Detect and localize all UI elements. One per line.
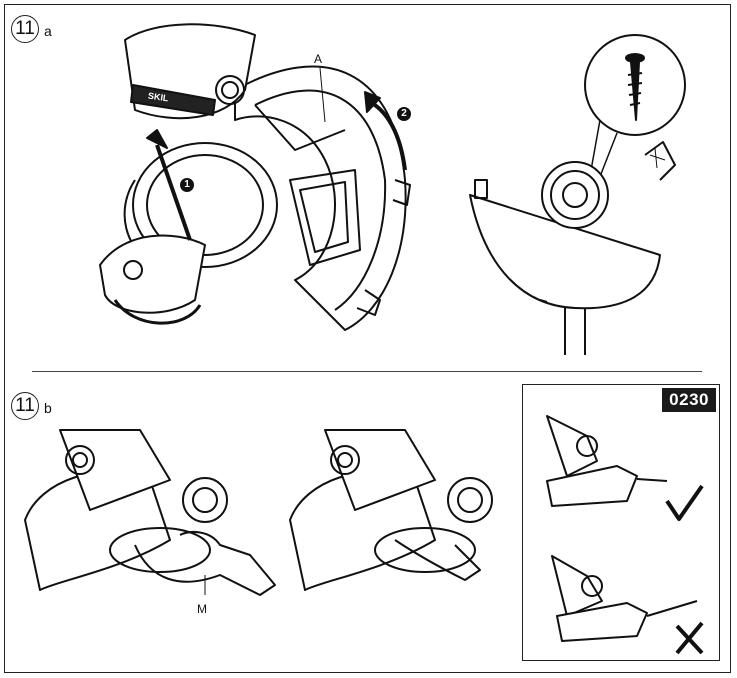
callout-2: 2 <box>397 107 411 121</box>
check-mark-icon <box>665 484 704 521</box>
inset-panel: 0230 <box>522 384 720 661</box>
section-divider <box>32 371 702 372</box>
inset-code: 0230 <box>662 388 716 412</box>
screw-detail-illustration <box>469 34 686 355</box>
inset-illustrations <box>546 415 704 655</box>
step-number-badge-a: 11 <box>11 15 39 43</box>
wire-insert-illustration <box>24 429 276 596</box>
label-a: A <box>314 52 323 66</box>
sub-label-b: b <box>44 400 52 416</box>
guard-assembly-illustration <box>99 23 411 331</box>
label-m: M <box>197 602 207 616</box>
callout-1: 1 <box>180 178 194 192</box>
cross-mark-icon <box>675 621 704 655</box>
figure-frame <box>4 4 731 673</box>
wire-fitted-illustration <box>289 429 493 591</box>
step-number-b: 11 <box>15 395 35 416</box>
step-number-badge-b: 11 <box>11 392 39 420</box>
sub-label-a: a <box>44 23 52 39</box>
step-number-a: 11 <box>15 18 35 39</box>
